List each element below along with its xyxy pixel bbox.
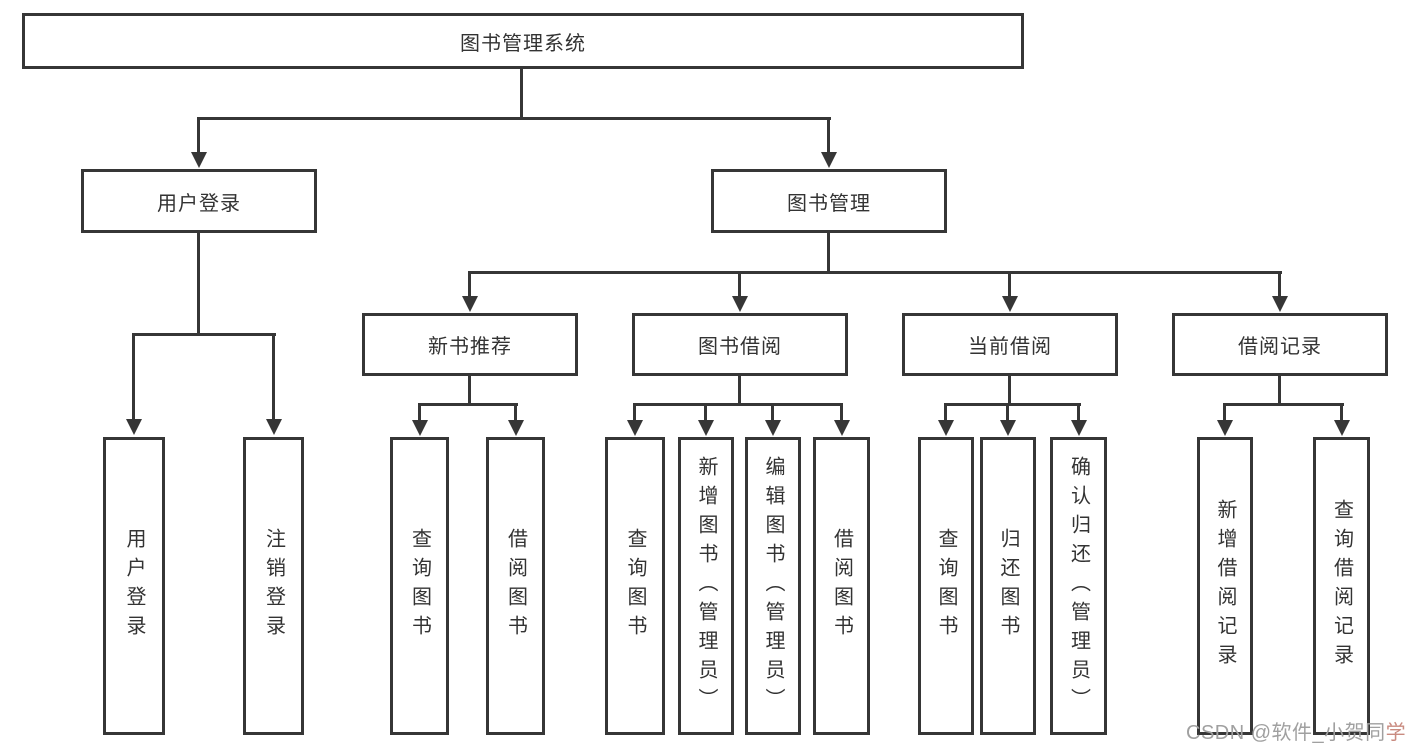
connector-root-bar [197,117,831,120]
connector-to-book-borrow [738,273,741,297]
connector-new-book-trunk [468,376,471,405]
watermark-text: CSDN @软件_小贺同 [1186,722,1386,744]
leaf-query-borrow-record: 查询借阅记录 [1313,437,1370,735]
arrow-down-icon [1334,420,1350,436]
connector-user-login-bar [132,333,276,336]
node-current-borrow: 当前借阅 [902,313,1118,376]
connector-current-borrow-trunk [1008,376,1011,405]
leaf-label: 借阅图书 [504,528,527,644]
leaf-query-books-recommend: 查询图书 [390,437,449,735]
arrow-down-icon [1002,296,1018,312]
leaf-label: 用户登录 [123,528,145,644]
watermark-accent-text: 学 [1385,722,1405,744]
connector-to-leaf [514,405,517,421]
connector-to-leaf [1223,405,1226,421]
connector-to-current-borrow [1008,273,1011,297]
node-label: 用户登录 [157,192,241,215]
connector-to-borrow-records [1278,273,1281,297]
connector-to-user-login [197,118,200,154]
connector-book-borrow-bar [633,403,843,406]
connector-to-leaf [771,405,774,421]
arrow-down-icon [627,420,643,436]
leaf-label: 查询借阅记录 [1330,499,1353,673]
connector-user-login-trunk [197,233,200,336]
node-label: 新书推荐 [428,336,512,358]
arrow-down-icon [732,296,748,312]
arrow-down-icon [191,152,207,168]
leaf-query-books-borrow: 查询图书 [605,437,665,735]
arrow-down-icon [1272,296,1288,312]
node-new-book-recommend: 新书推荐 [362,313,578,376]
leaf-user-login: 用户登录 [103,437,165,735]
connector-current-borrow-bar [944,403,1081,406]
arrow-down-icon [412,420,428,436]
connector-to-leaf [704,405,707,421]
leaf-confirm-return-admin: 确认归还（管理员） [1050,437,1107,735]
connector-book-borrow-trunk [738,376,741,405]
node-book-management-system: 图书管理系统 [22,13,1024,69]
node-book-management: 图书管理 [711,169,947,233]
arrow-down-icon [698,420,714,436]
leaf-add-books-admin: 新增图书（管理员） [678,437,734,735]
connector-to-leaf [1077,405,1080,421]
arrow-down-icon [1071,420,1087,436]
node-label: 借阅记录 [1238,336,1322,358]
arrow-down-icon [765,420,781,436]
leaf-label: 新增图书（管理员） [695,455,717,717]
connector-to-leaf [944,405,947,421]
leaf-logout: 注销登录 [243,437,304,735]
leaf-label: 查询图书 [624,528,646,644]
node-label: 图书借阅 [698,336,782,358]
leaf-query-books-current: 查询图书 [918,437,974,735]
connector-to-leaf [272,335,275,420]
arrow-down-icon [834,420,850,436]
connector-to-leaf [840,405,843,421]
watermark: CSDN @软件_小贺同学 [1186,716,1405,745]
leaf-label: 借阅图书 [830,528,853,644]
connector-to-leaf [1006,405,1009,421]
connector-to-leaf [633,405,636,421]
leaf-label: 确认归还（管理员） [1067,455,1090,717]
arrow-down-icon [266,419,282,435]
leaf-label: 归还图书 [997,528,1019,644]
arrow-down-icon [508,420,524,436]
node-label: 当前借阅 [968,336,1052,358]
leaf-label: 查询图书 [408,528,431,644]
arrow-down-icon [1217,420,1233,436]
leaf-label: 注销登录 [262,528,285,644]
connector-root-trunk [520,69,523,119]
arrow-down-icon [821,152,837,168]
connector-to-leaf [1340,405,1343,421]
leaf-add-borrow-record: 新增借阅记录 [1197,437,1253,735]
node-book-borrow: 图书借阅 [632,313,848,376]
connector-book-management-trunk [827,233,830,274]
arrow-down-icon [1000,420,1016,436]
node-label: 图书管理系统 [460,32,586,55]
leaf-edit-books-admin: 编辑图书（管理员） [745,437,801,735]
leaf-label: 查询图书 [935,528,957,644]
connector-borrow-records-trunk [1278,376,1281,405]
connector-to-new-book-recommend [468,273,471,297]
leaf-label: 新增借阅记录 [1214,499,1236,673]
connector-book-management-bar [468,271,1282,274]
node-borrow-records: 借阅记录 [1172,313,1388,376]
connector-borrow-records-bar [1223,403,1344,406]
arrow-down-icon [462,296,478,312]
connector-to-book-management [827,118,830,154]
node-label: 图书管理 [787,192,871,215]
node-user-login: 用户登录 [81,169,317,233]
connector-to-leaf [418,405,421,421]
connector-new-book-bar [418,403,518,406]
leaf-label: 编辑图书（管理员） [762,455,784,717]
leaf-borrow-books-recommend: 借阅图书 [486,437,545,735]
connector-to-leaf [132,335,135,420]
arrow-down-icon [938,420,954,436]
leaf-borrow-books: 借阅图书 [813,437,870,735]
leaf-return-books: 归还图书 [980,437,1036,735]
arrow-down-icon [126,419,142,435]
